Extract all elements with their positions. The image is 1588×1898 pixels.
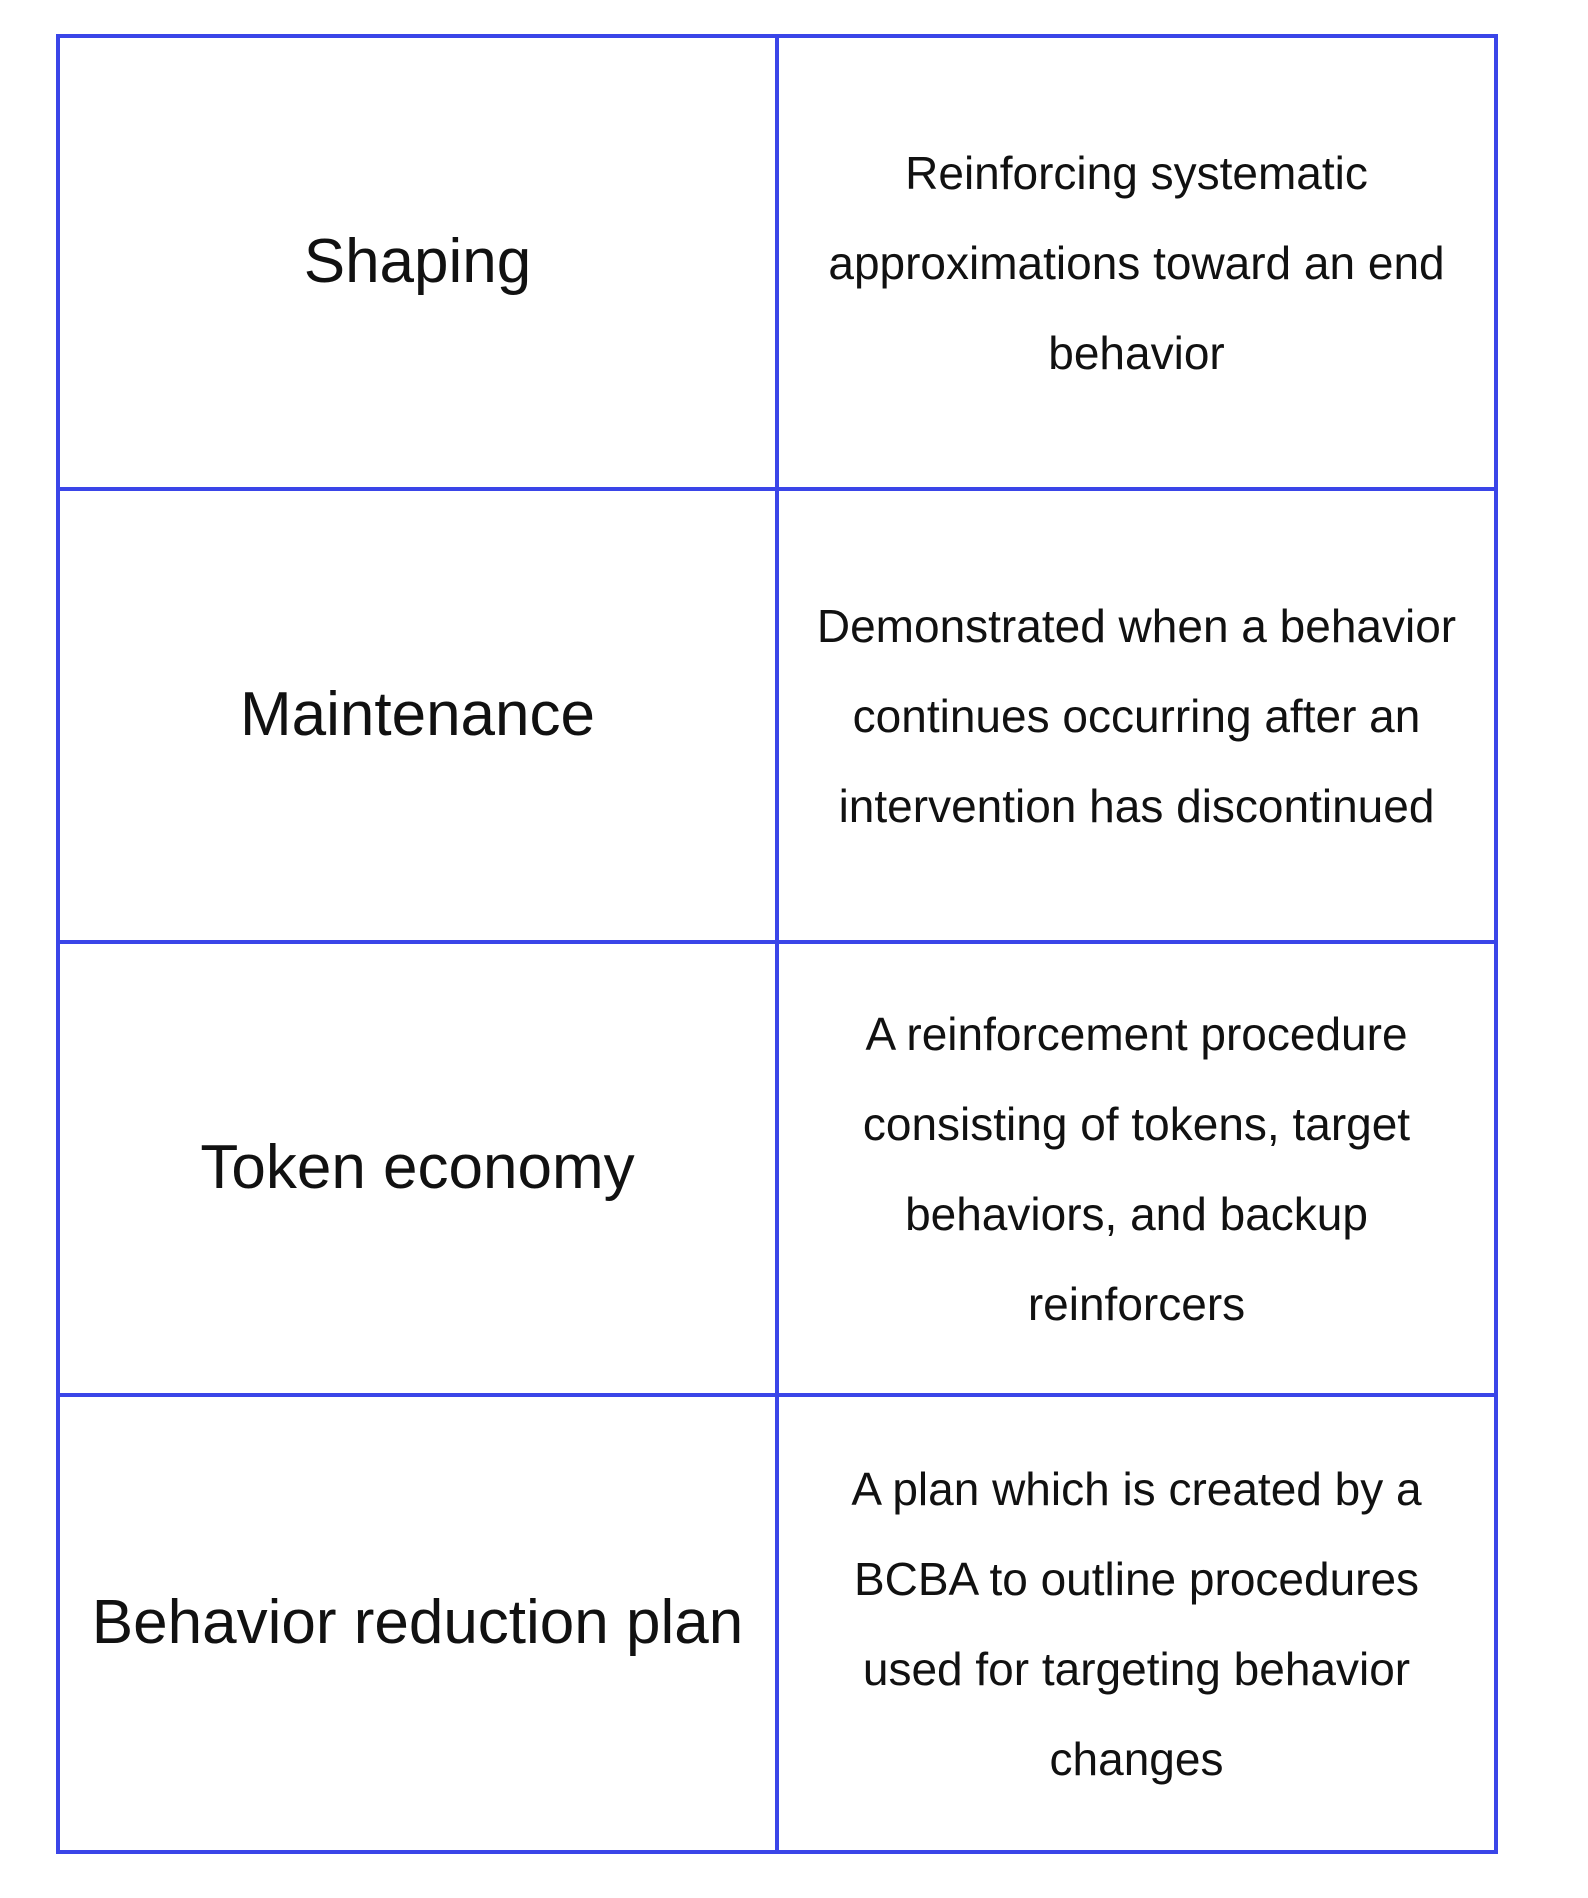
definition-text: Demonstrated when a behavior continues o… (816, 599, 1457, 832)
definition-cell: Reinforcing systematic approximations to… (779, 38, 1494, 491)
term-text: Maintenance (239, 680, 596, 750)
definition-text: Reinforcing systematic approximations to… (828, 146, 1445, 379)
term-text: Behavior reduction plan (91, 1588, 744, 1658)
term-cell: Shaping (60, 38, 779, 491)
term-cell: Token economy (60, 944, 779, 1397)
definition-cell: A plan which is created by a BCBA to out… (779, 1397, 1494, 1850)
term-text: Shaping (303, 227, 532, 297)
definition-text: A reinforcement procedure consisting of … (862, 1007, 1411, 1330)
term-cell: Behavior reduction plan (60, 1397, 779, 1850)
term-definition-table: Shaping Reinforcing systematic approxima… (56, 34, 1498, 1854)
term-cell: Maintenance (60, 491, 779, 944)
definition-cell: Demonstrated when a behavior continues o… (779, 491, 1494, 944)
term-text: Token economy (200, 1133, 635, 1203)
definition-text: A plan which is created by a BCBA to out… (851, 1462, 1422, 1785)
definition-cell: A reinforcement procedure consisting of … (779, 944, 1494, 1397)
